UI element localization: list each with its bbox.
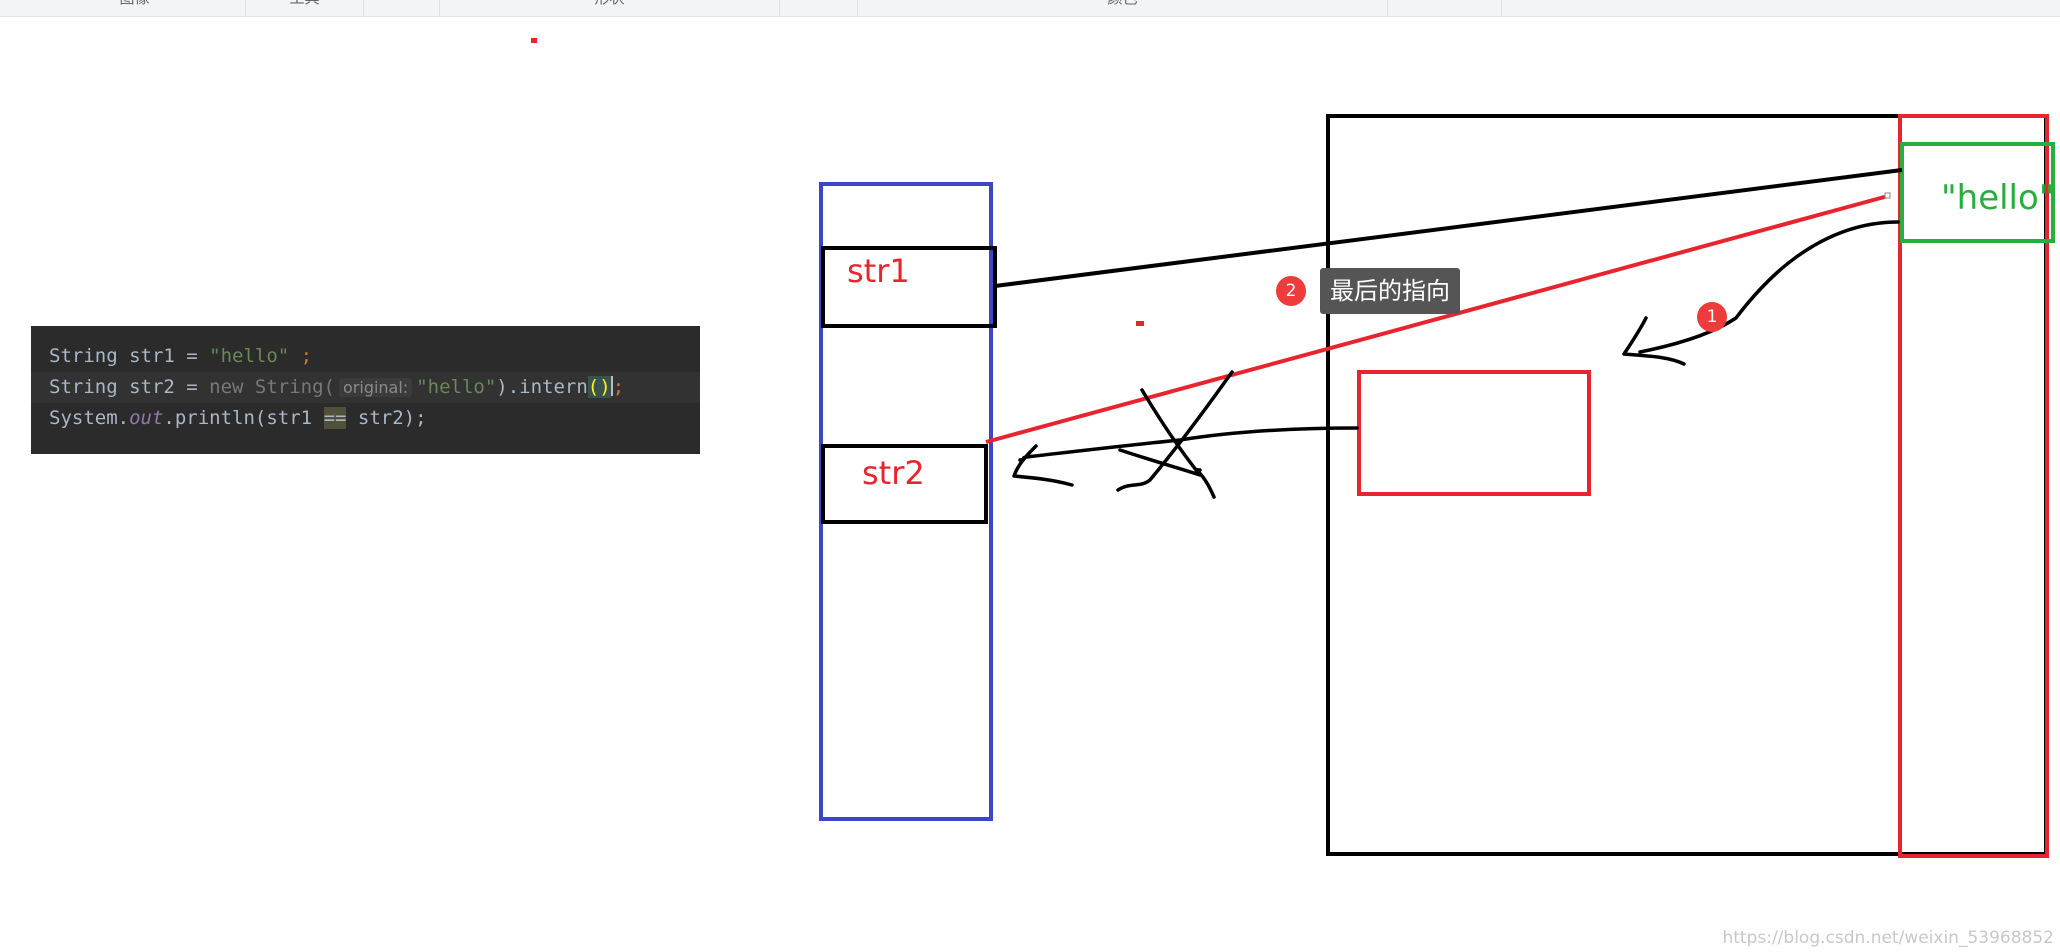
step-badge-2[interactable]: 2 — [1276, 276, 1306, 306]
top-toolbar: 图像 工具 形状 颜色 — [0, 0, 2060, 17]
string-object-box — [1357, 370, 1591, 496]
toolbar-section-image[interactable]: 图像 — [24, 0, 246, 16]
hand-drawn-arrow-icon — [1622, 220, 1900, 366]
code-line-3: System.out.println(str1 == str2); — [49, 407, 427, 429]
str2-reference-box — [821, 444, 988, 524]
str2-final-pointer-line — [985, 194, 1889, 444]
str1-label: str1 — [847, 252, 910, 290]
toolbar-section-tools[interactable]: 工具 — [246, 0, 364, 16]
toolbar-section-shapes[interactable]: 形状 — [440, 0, 780, 16]
hello-constant-box — [1900, 142, 2055, 243]
toolbar-section-blank-3[interactable] — [1388, 0, 1502, 16]
pointer-end-handle — [1884, 192, 1891, 199]
red-dot-mark — [531, 38, 537, 43]
step-badge-1[interactable]: 1 — [1697, 302, 1727, 332]
toolbar-section-blank-2[interactable] — [780, 0, 858, 16]
code-snippet: String str1 = "hello" ; String str2 = ne… — [31, 326, 700, 454]
heap-frame — [1326, 114, 2048, 856]
str1-reference-box — [821, 246, 997, 328]
red-dot-mark — [1136, 321, 1144, 326]
watermark: https://blog.csdn.net/weixin_53968852 — [1722, 928, 2054, 948]
toolbar-section-blank-1[interactable] — [364, 0, 440, 16]
string-pool-frame — [1898, 114, 2049, 858]
hand-drawn-arrow-icon — [1012, 426, 1359, 487]
code-line-2: String str2 = new String(original:"hello… — [31, 372, 700, 403]
text-caret — [610, 376, 613, 396]
str2-label: str2 — [862, 454, 925, 492]
cross-out-mark-icon — [1116, 370, 1234, 499]
parameter-hint: original: — [339, 378, 413, 397]
toolbar-section-colors[interactable]: 颜色 — [858, 0, 1388, 16]
str1-pointer-line — [994, 168, 1903, 288]
code-line-1: String str1 = "hello" ; — [49, 345, 313, 367]
hello-label: "hello" — [1941, 178, 2055, 218]
final-pointer-tooltip: 最后的指向 — [1320, 268, 1460, 314]
